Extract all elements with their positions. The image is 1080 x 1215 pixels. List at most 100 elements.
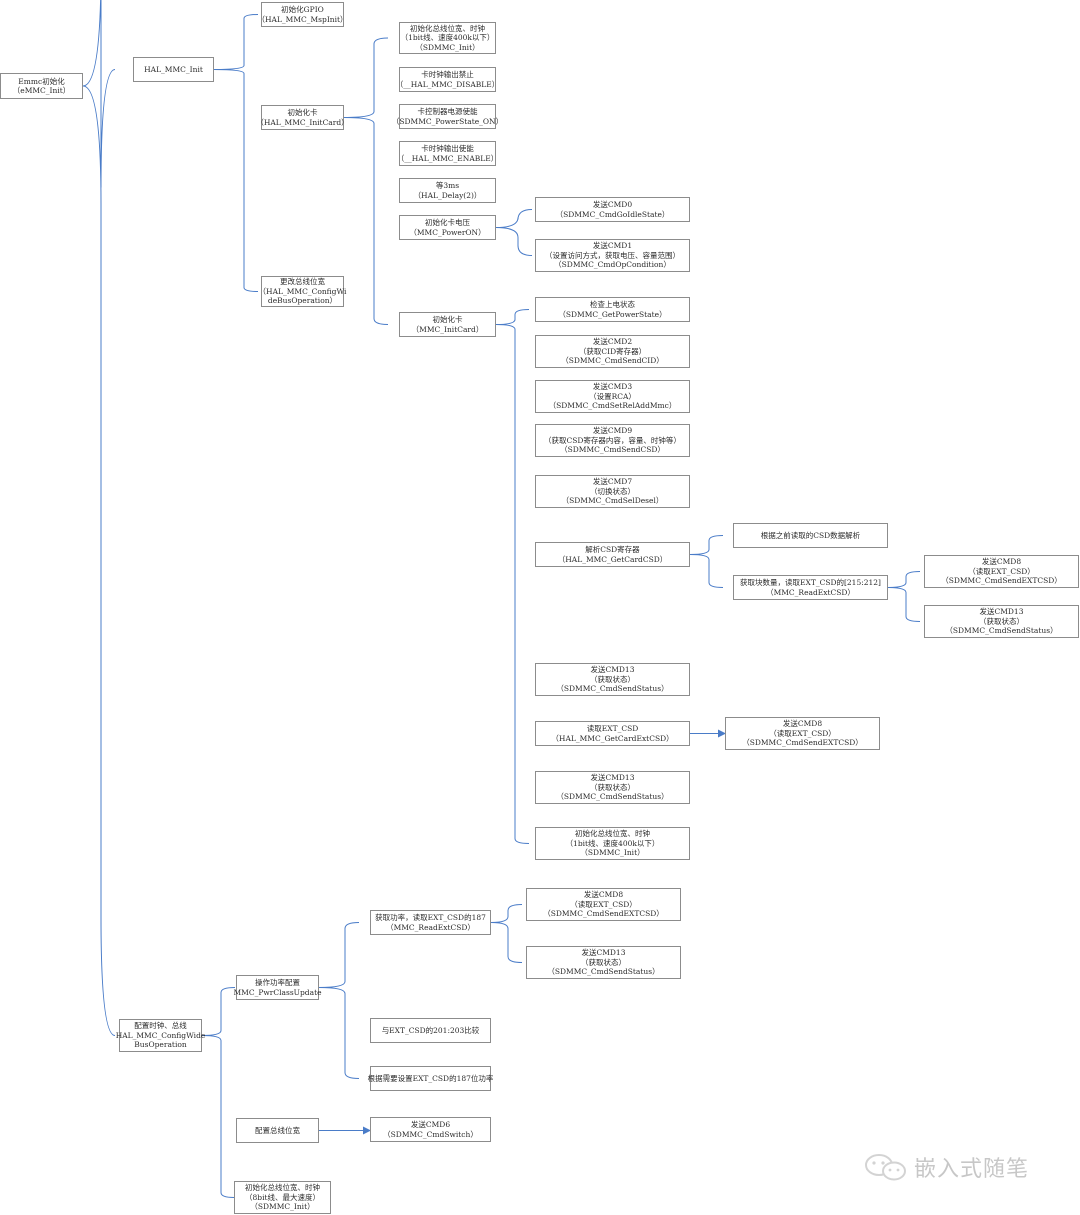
node-text-line: 获取块数量，读取EXT_CSD的[215:212]: [740, 578, 881, 587]
node-text-line: 发送CMD8: [583, 890, 624, 900]
node-text-line: （SDMMC_PowerState_ON）: [391, 116, 504, 126]
node-text-line: （MMC_InitCard）: [411, 324, 484, 334]
node-text-line: （__HAL_MMC_ENABLE）: [396, 153, 499, 163]
diagram-node-n22: 发送CMD8（读取EXT_CSD）（SDMMC_CmdSendEXTCSD）: [924, 555, 1079, 588]
diagram-node-n9: 等3ms（HAL_Delay(2)）: [399, 178, 496, 203]
node-text-line: （SDMMC_CmdSendStatus）: [556, 684, 669, 694]
bracket-connector-lower: [887, 587, 921, 622]
diagram-node-n34: 与EXT_CSD的201:203比较: [370, 1018, 491, 1043]
diagram-node-n16: 发送CMD3（设置RCA）（SDMMC_CmdSetRelAddMmc）: [535, 380, 690, 413]
node-text-line: （SDMMC_CmdOpCondition）: [554, 260, 671, 270]
bracket-connector-upper: [201, 987, 236, 1036]
node-text-line: （HAL_MMC_GetCardCSD）: [557, 554, 668, 564]
node-text-line: （SDMMC_CmdSendEXTCSD）: [543, 909, 664, 919]
node-text-line: （SDMMC_CmdSendStatus）: [945, 626, 1058, 636]
diagram-node-n7: 卡控制器电源使能（SDMMC_PowerState_ON）: [392, 104, 503, 129]
node-text-line: （MMC_PowerON）: [409, 227, 486, 237]
bracket-connector-lower: [213, 69, 259, 292]
diagram-node-n10: 初始化卡电压（MMC_PowerON）: [399, 215, 496, 240]
node-text-line: （切换状态）: [590, 486, 635, 496]
node-text-line: 配置时钟、总线: [134, 1021, 187, 1031]
bracket-connector-upper: [318, 922, 360, 988]
node-text-line: 根据需要设置EXT_CSD的187位功率: [367, 1073, 494, 1083]
diagram-node-n19: 解析CSD寄存器（HAL_MMC_GetCardCSD）: [535, 542, 690, 567]
node-text-line: 发送CMD3: [592, 382, 633, 392]
bracket-connector-upper: [495, 209, 533, 228]
node-text-line: （1bit线、速度400k以下）: [400, 33, 495, 43]
node-text-line: （读取EXT_CSD）: [570, 899, 637, 909]
node-text-line: （SDMMC_Init）: [415, 42, 480, 52]
node-text-line: 初始化GPIO: [281, 5, 324, 14]
node-text-line: 卡控制器电源使能: [417, 107, 478, 116]
bracket-connector-upper: [689, 535, 724, 555]
diagram-node-n6: 卡时钟输出禁止（__HAL_MMC_DISABLE）: [396, 67, 499, 92]
node-text-line: 检查上电状态: [590, 300, 635, 309]
node-text-line: 与EXT_CSD的201:203比较: [381, 1025, 480, 1035]
node-text-line: HAL_MMC_ConfigWide: [115, 1030, 206, 1040]
node-text-line: 发送CMD8: [782, 719, 823, 729]
node-text-line: 操作功率配置: [255, 978, 300, 987]
node-text-line: （SDMMC_CmdSendStatus）: [556, 792, 669, 802]
node-text-line: 获取功率，读取EXT_CSD的187: [375, 913, 486, 922]
node-text-line: （__HAL_MMC_DISABLE）: [395, 79, 500, 89]
node-text-line: （HAL_Delay(2)）: [413, 190, 482, 200]
diagram-node-n17: 发送CMD9（获取CSD寄存器内容，容量、时钟等）（SDMMC_CmdSendC…: [535, 424, 690, 457]
node-text-line: 根据之前读取的CSD数据解析: [760, 530, 861, 540]
diagram-node-n35: 根据需要设置EXT_CSD的187位功率: [367, 1066, 494, 1091]
node-text-line: （HAL_MMC_GetCardExtCSD）: [551, 733, 674, 743]
node-text-line: 发送CMD2: [592, 337, 633, 347]
node-text-line: （获取CID寄存器）: [578, 346, 647, 356]
diagram-node-n14: 检查上电状态（SDMMC_GetPowerState）: [535, 297, 690, 322]
node-text-line: （读取EXT_CSD）: [968, 566, 1035, 576]
node-text-line: （SDMMC_CmdSendCID）: [561, 356, 664, 366]
node-text-line: 读取EXT_CSD: [586, 724, 639, 733]
diagram-node-n20: 根据之前读取的CSD数据解析: [733, 523, 888, 548]
diagram-node-n38: 初始化总线位宽、时钟（8bit线、最大速度）（SDMMC_Init）: [234, 1181, 331, 1214]
node-text-line: （SDMMC_GetPowerState）: [558, 309, 667, 319]
node-text-line: 发送CMD13: [590, 773, 635, 783]
node-text-line: （HAL_MMC_MspInit）: [257, 14, 348, 24]
node-text-line: 配置总线位宽: [255, 1125, 300, 1135]
node-text-line: （SDMMC_Init）: [580, 848, 645, 858]
node-text-line: 发送CMD13: [581, 948, 626, 958]
node-text-line: （SDMMC_CmdSendEXTCSD）: [742, 738, 863, 748]
node-text-line: 发送CMD1: [592, 241, 633, 251]
bracket-connector-lower: [689, 554, 724, 588]
node-text-line: （获取状态）: [590, 782, 635, 792]
bracket-connector-upper: [82, 0, 116, 188]
diagram-node-n1: HAL_MMC_Init: [133, 57, 214, 82]
node-text-line: （HAL_MMC_InitCard）: [256, 117, 349, 127]
node-text-line: 发送CMD13: [590, 665, 635, 675]
node-text-line: 初始化总线位宽、时钟: [410, 23, 485, 33]
node-text-line: 解析CSD寄存器: [585, 545, 640, 554]
node-text-line: 发送CMD0: [592, 200, 633, 209]
node-text-line: 等3ms: [435, 181, 460, 190]
node-text-line: （SDMMC_CmdSendEXTCSD）: [941, 576, 1062, 586]
node-text-line: （读取EXT_CSD）: [769, 728, 836, 738]
diagram-node-n24: 发送CMD13（获取状态）（SDMMC_CmdSendStatus）: [535, 663, 690, 696]
diagram-node-n28: 初始化总线位宽、时钟（1bit线、速度400k以下）（SDMMC_Init）: [535, 827, 690, 860]
node-text-line: 初始化卡: [432, 315, 463, 324]
diagram-node-n25: 读取EXT_CSD（HAL_MMC_GetCardExtCSD）: [535, 721, 690, 746]
node-text-line: （1bit线、速度400k以下）: [565, 838, 660, 848]
node-text-line: （设置访问方式，获取电压、容量范围）: [545, 250, 680, 260]
node-text-line: 卡时钟输出使能: [421, 144, 474, 153]
node-text-line: deBusOperation）: [267, 296, 338, 306]
diagram-node-n33: 发送CMD13（获取状态）（SDMMC_CmdSendStatus）: [526, 946, 681, 979]
node-text-line: （SDMMC_CmdSetRelAddMmc）: [548, 401, 677, 411]
diagram-node-n36: 配置总线位宽: [236, 1118, 319, 1143]
node-text-line: 初始化卡电压: [425, 218, 470, 227]
diagram-node-n5: 初始化总线位宽、时钟（1bit线、速度400k以下）（SDMMC_Init）: [399, 22, 496, 54]
diagram-node-n2: 初始化GPIO（HAL_MMC_MspInit）: [257, 2, 348, 27]
node-text-line: （SDMMC_CmdSendStatus）: [547, 967, 660, 977]
node-text-line: BusOperation: [134, 1040, 187, 1050]
node-text-line: 发送CMD7: [592, 477, 633, 487]
bracket-connector-upper: [343, 37, 389, 118]
node-text-line: 更改总线位宽: [280, 277, 325, 287]
bracket-connector-lower: [343, 117, 389, 325]
bracket-connector-lower: [490, 922, 523, 963]
